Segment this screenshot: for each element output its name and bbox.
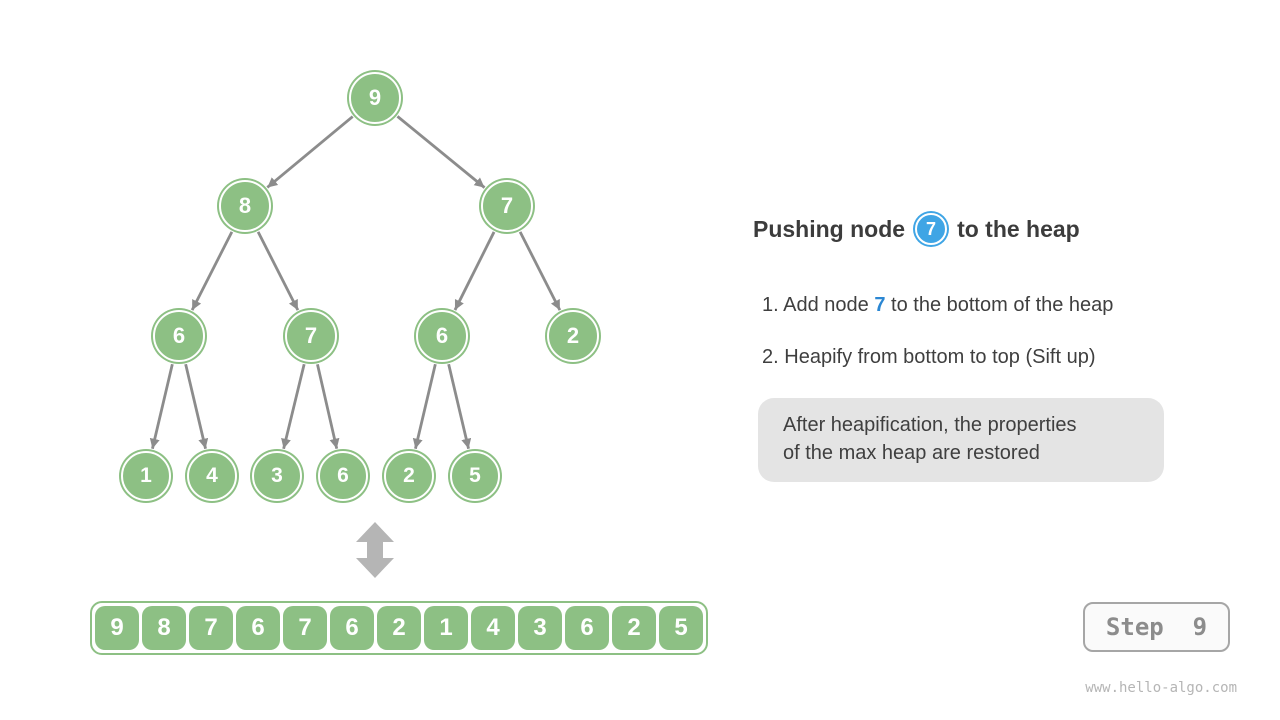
- note-line-2: of the max heap are restored: [783, 442, 1040, 464]
- array-cell-label: 6: [345, 614, 359, 641]
- note-box: After heapification, the properties of t…: [758, 398, 1164, 482]
- tree-node-label: 6: [435, 323, 449, 348]
- tree-node-label: 8: [238, 193, 252, 218]
- note-line-1: After heapification, the properties: [783, 414, 1077, 436]
- tree-node-label: 6: [337, 464, 349, 487]
- node-badge-label: 7: [926, 218, 937, 239]
- instruction-step-1: 1. Add node 7 to the bottom of the heap: [762, 294, 1113, 317]
- tree-edge: [396, 115, 486, 189]
- tree-edge: [518, 231, 562, 311]
- tree-node: 6: [416, 310, 468, 362]
- footer-url: www.hello-algo.com: [1085, 680, 1237, 696]
- step-1-text-pre: Add node: [783, 294, 869, 316]
- tree-edge: [316, 363, 340, 450]
- tree-node-label: 3: [271, 464, 283, 487]
- array-cell: 4: [471, 606, 515, 650]
- tree-node: 5: [450, 451, 500, 501]
- array-cell-label: 2: [627, 614, 641, 641]
- tree-node-label: 9: [368, 85, 382, 110]
- array-cell: 2: [377, 606, 421, 650]
- panel-title-suffix: to the heap: [957, 215, 1080, 242]
- array-cell: 5: [659, 606, 703, 650]
- array-cell: 6: [565, 606, 609, 650]
- heap-array: 9 8 7 6 7 6 2 1 4 3 6 2 5: [90, 601, 708, 655]
- array-cell-label: 6: [580, 614, 594, 641]
- array-cell: 3: [518, 606, 562, 650]
- tree-node: 1: [121, 451, 171, 501]
- step-1-highlight: 7: [874, 294, 886, 316]
- tree-node: 9: [349, 72, 401, 124]
- array-cell: 6: [236, 606, 280, 650]
- array-cell-label: 3: [533, 614, 547, 641]
- tree-node-label: 6: [172, 323, 186, 348]
- array-cell: 2: [612, 606, 656, 650]
- step-1-text-post: to the bottom of the heap: [891, 294, 1114, 316]
- tree-edge: [184, 363, 209, 450]
- tree-edge: [447, 363, 472, 450]
- array-cell-label: 6: [251, 614, 265, 641]
- array-cell-label: 2: [392, 614, 406, 641]
- array-cell-label: 4: [486, 614, 500, 641]
- step-1-number: 1.: [762, 294, 779, 316]
- swap-arrow-icon: [356, 522, 394, 578]
- step-2-text-pre: Heapify from bottom to top (Sift up): [784, 346, 1096, 368]
- tree-node-label: 2: [566, 323, 580, 348]
- tree-node: 7: [481, 180, 533, 232]
- tree-node-label: 7: [500, 193, 514, 218]
- tree-edge: [453, 231, 496, 311]
- array-cell-label: 9: [110, 614, 124, 641]
- tree-node: 6: [318, 451, 368, 501]
- tree-edge: [256, 231, 300, 311]
- tree-node-label: 4: [206, 464, 218, 487]
- array-cell: 8: [142, 606, 186, 650]
- tree-node: 2: [384, 451, 434, 501]
- step-2-number: 2.: [762, 346, 779, 368]
- array-cell-label: 1: [439, 614, 453, 641]
- array-cell-label: 7: [204, 614, 218, 641]
- array-cell: 7: [283, 606, 327, 650]
- node-badge: 7: [915, 213, 948, 245]
- panel-title-prefix: Pushing node: [753, 215, 906, 242]
- tree-edge: [281, 363, 306, 450]
- tree-edge: [190, 231, 234, 311]
- tree-node-label: 7: [304, 323, 318, 348]
- instruction-step-2: 2. Heapify from bottom to top (Sift up): [762, 346, 1096, 369]
- tree-node: 8: [219, 180, 271, 232]
- array-cell: 9: [95, 606, 139, 650]
- tree-edges: [149, 115, 562, 578]
- tree-node: 3: [252, 451, 302, 501]
- tree-node: 6: [153, 310, 205, 362]
- array-cell-label: 5: [674, 614, 688, 641]
- array-cell: 1: [424, 606, 468, 650]
- tree-edge: [412, 363, 437, 450]
- tree-edge: [266, 115, 354, 189]
- step-indicator-button[interactable]: Step 9: [1083, 602, 1230, 652]
- array-cell-label: 8: [157, 614, 171, 641]
- tree-node-label: 2: [403, 464, 415, 487]
- tree-node-label: 5: [469, 464, 481, 487]
- panel-title: Pushing node 7 to the heap: [753, 213, 1080, 245]
- array-cell: 7: [189, 606, 233, 650]
- tree-node: 7: [285, 310, 337, 362]
- tree-node: 4: [187, 451, 237, 501]
- tree-node-label: 1: [140, 464, 152, 487]
- array-cell: 6: [330, 606, 374, 650]
- array-cell-label: 7: [298, 614, 312, 641]
- tree-edge: [149, 363, 174, 450]
- tree-node: 2: [547, 310, 599, 362]
